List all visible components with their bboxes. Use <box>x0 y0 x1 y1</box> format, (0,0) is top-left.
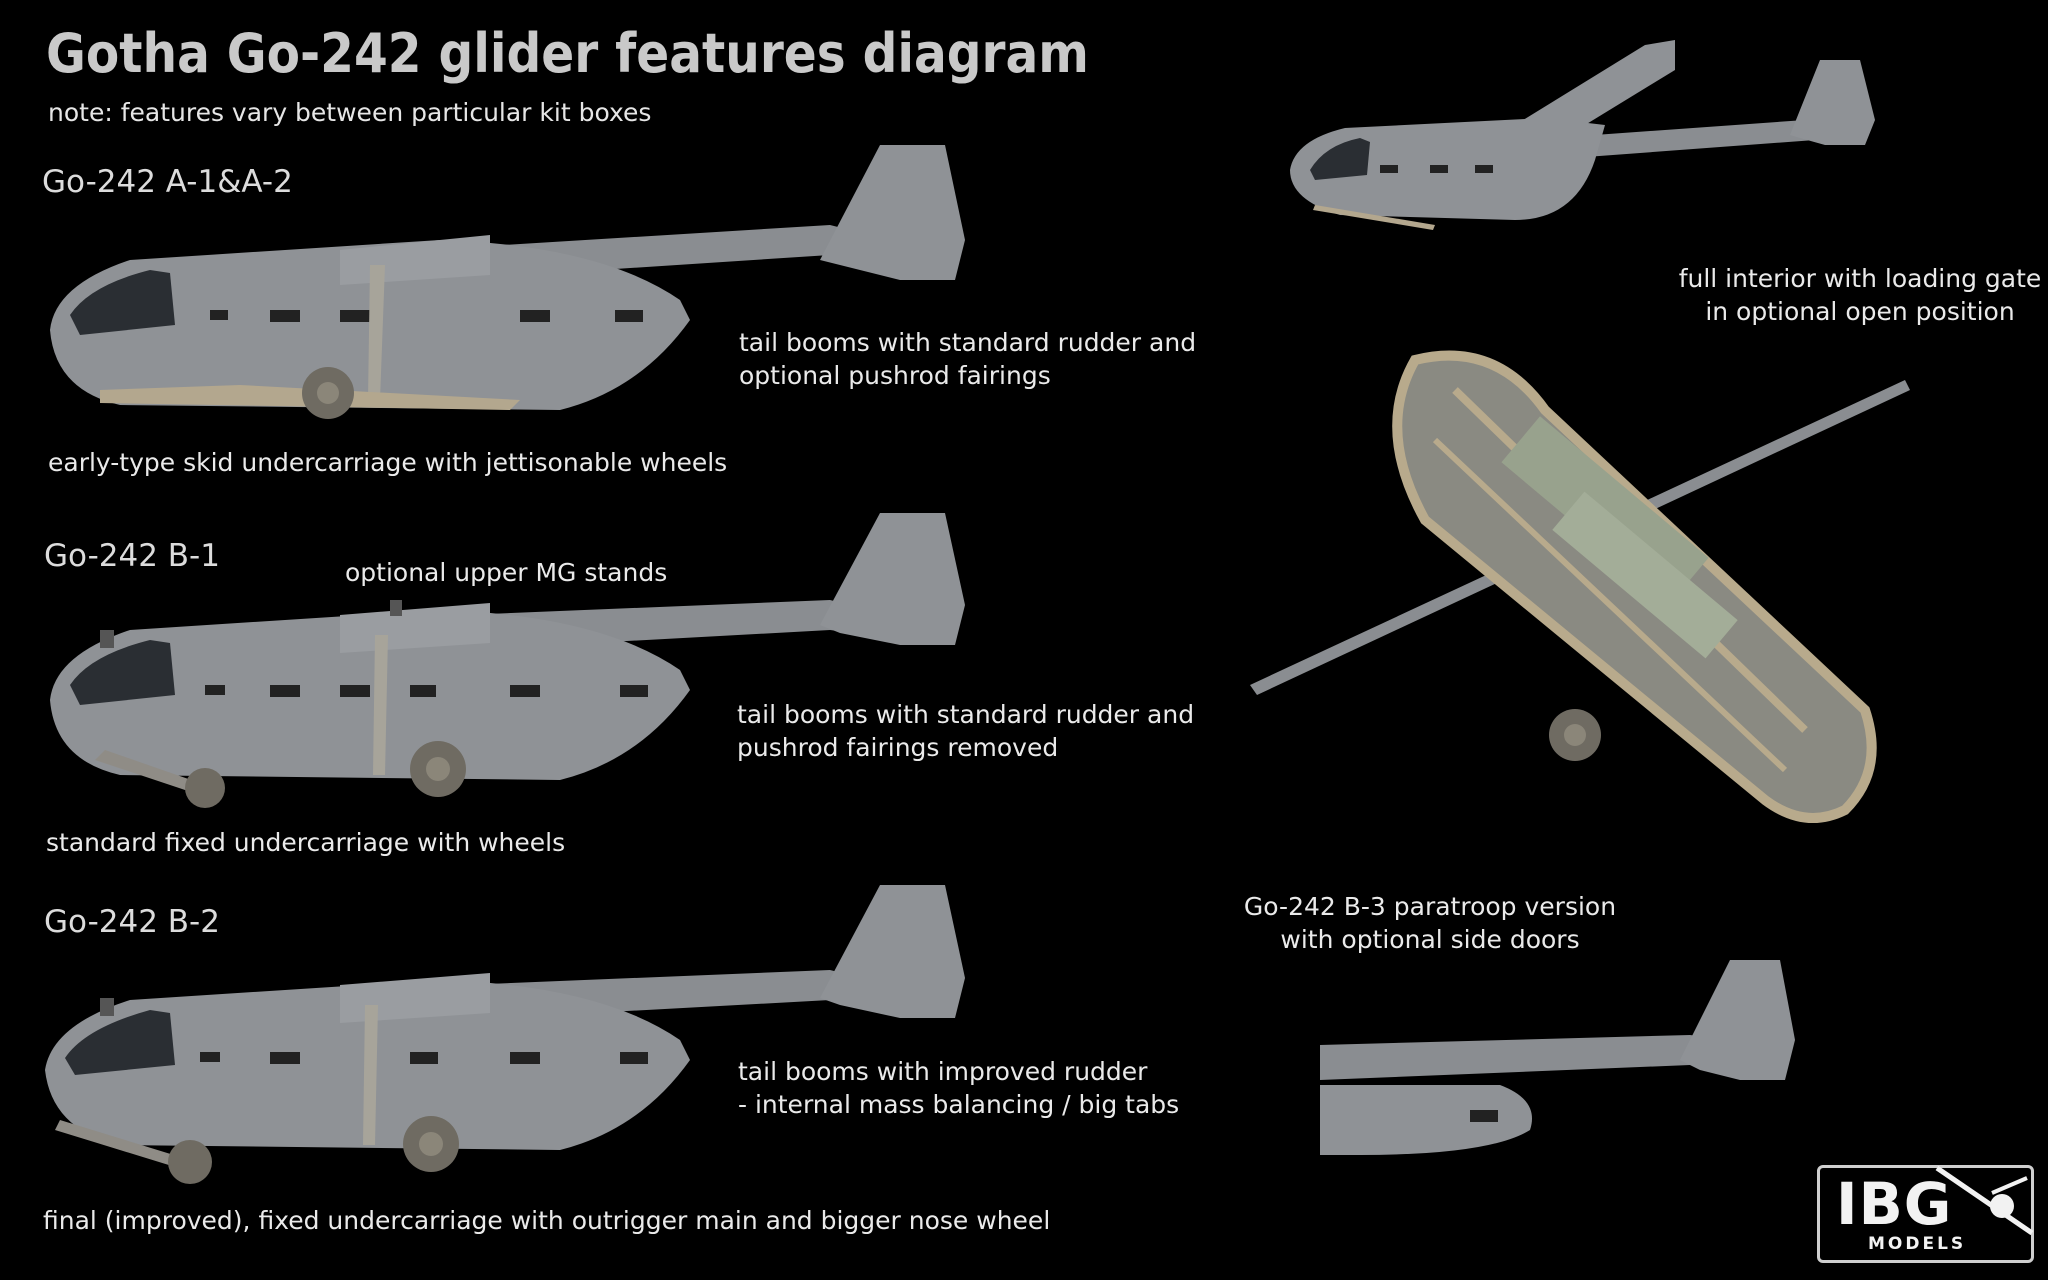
page-title: Gotha Go-242 glider features diagram <box>46 22 1089 85</box>
caption-a-undercarriage: early-type skid undercarriage with jetti… <box>48 448 728 477</box>
caption-paratroop: Go-242 B-3 paratroop version with option… <box>1243 892 1617 954</box>
glider-tail-detail-illustration <box>1320 960 1795 1155</box>
caption-b2-tail: tail booms with improved rudder - intern… <box>738 1057 1180 1119</box>
caption-b1-undercarriage: standard fixed undercarriage with wheels <box>46 828 566 857</box>
glider-top-right-illustration <box>1290 40 1875 230</box>
note-text: note: features vary between particular k… <box>48 98 652 127</box>
variant-label-b1: Go-242 B-1 <box>44 538 220 574</box>
caption-b2-undercarriage: final (improved), fixed undercarriage wi… <box>43 1206 1051 1235</box>
logo-sub-text: MODELS <box>1868 1234 1967 1254</box>
variant-label-b2: Go-242 B-2 <box>44 904 220 940</box>
ibg-models-logo: IBG MODELS <box>1817 1165 2034 1263</box>
logo-aircraft-icon <box>1935 1165 2034 1236</box>
glider-b1-illustration <box>50 513 965 808</box>
caption-b1-mg-stands: optional upper MG stands <box>345 558 668 587</box>
variant-label-a1-a2: Go-242 A-1&A-2 <box>42 164 293 200</box>
glider-interior-illustration <box>1250 350 1910 823</box>
caption-a-tail: tail booms with standard rudder and opti… <box>739 328 1197 390</box>
glider-a1-a2-illustration <box>50 145 965 419</box>
caption-interior: full interior with loading gate in optio… <box>1678 264 2042 326</box>
caption-b1-tail: tail booms with standard rudder and push… <box>737 700 1195 762</box>
logo-main-text: IBG <box>1836 1170 1953 1238</box>
glider-b2-illustration <box>45 885 965 1184</box>
